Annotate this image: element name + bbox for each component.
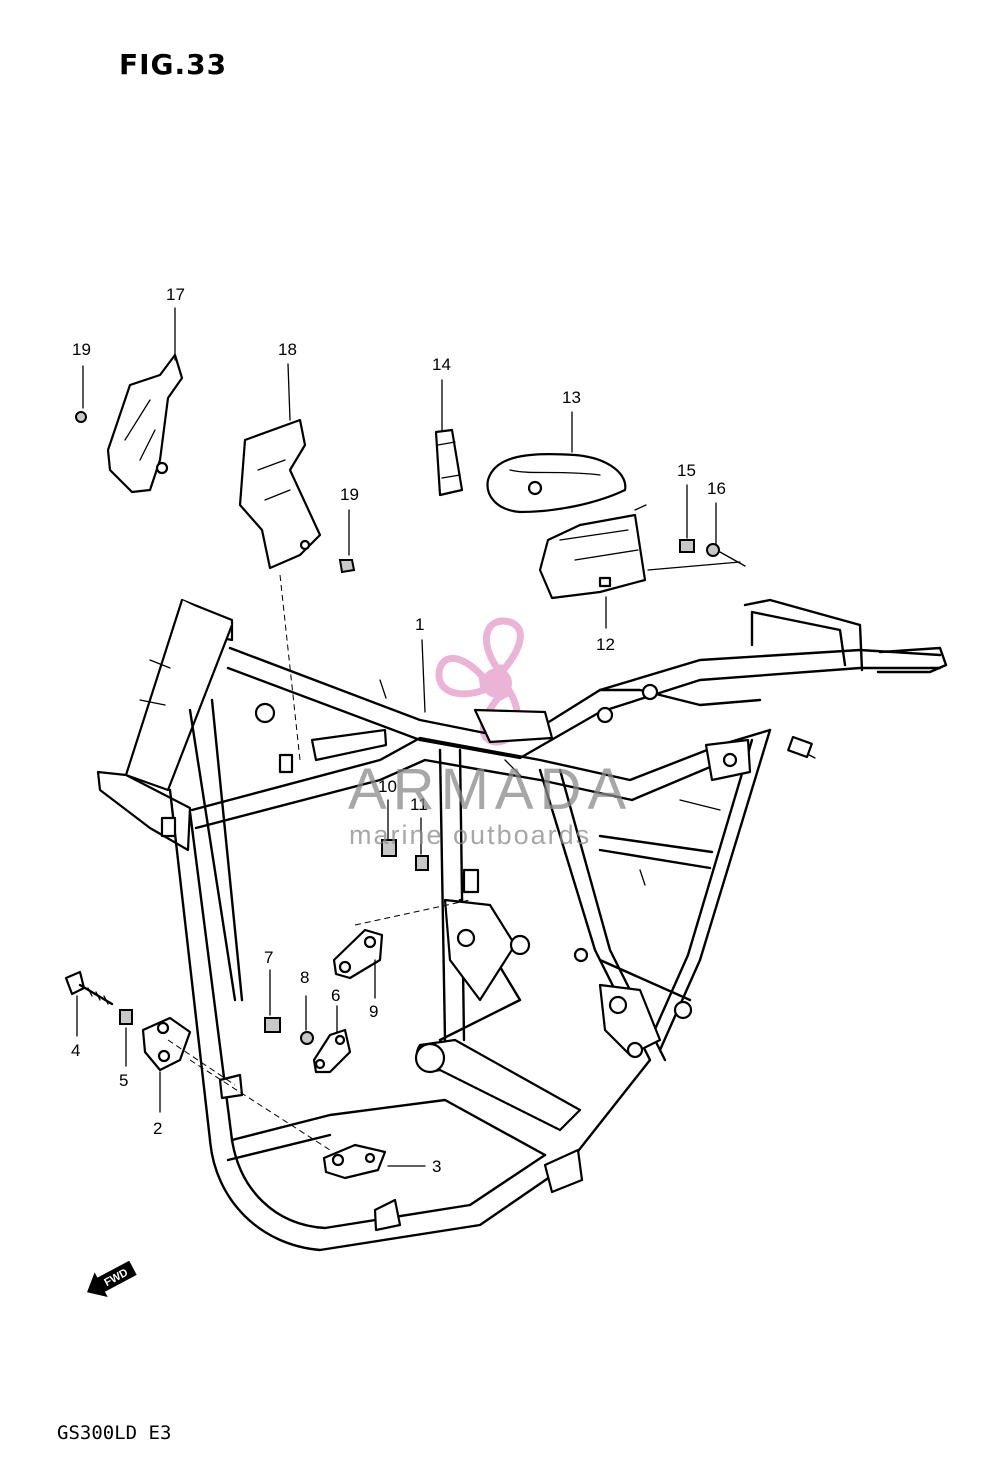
callout-18: 18 bbox=[278, 340, 297, 359]
callout-15: 15 bbox=[677, 461, 696, 480]
model-code: GS300LD E3 bbox=[57, 1422, 172, 1444]
part-13-battery-cover bbox=[486, 452, 627, 514]
callout-19b: 19 bbox=[340, 485, 359, 504]
callout-2: 2 bbox=[153, 1119, 162, 1138]
part-14-band bbox=[434, 428, 464, 497]
callout-8: 8 bbox=[300, 968, 309, 987]
callout-13: 13 bbox=[562, 388, 581, 407]
callout-1: 1 bbox=[415, 615, 424, 634]
callout-16: 16 bbox=[707, 479, 726, 498]
frame-part-1 bbox=[96, 598, 948, 1252]
callout-10: 10 bbox=[378, 777, 397, 796]
part-12-box bbox=[538, 504, 647, 600]
figure-title: FIG.33 bbox=[119, 48, 228, 81]
callout-3: 3 bbox=[432, 1157, 441, 1176]
part-2-plate bbox=[141, 1016, 192, 1072]
callout-14: 14 bbox=[432, 355, 451, 374]
part-18-cover bbox=[238, 418, 322, 570]
watermark-logo bbox=[435, 617, 524, 746]
callout-6: 6 bbox=[331, 986, 340, 1005]
part-17-bracket bbox=[106, 353, 184, 494]
callout-12: 12 bbox=[596, 635, 615, 654]
forward-direction-arrow: FWD bbox=[87, 1260, 137, 1298]
callout-17: 17 bbox=[166, 285, 185, 304]
leader-lines bbox=[76, 307, 746, 1167]
callout-5: 5 bbox=[119, 1071, 128, 1090]
fasteners bbox=[64, 411, 720, 1045]
callout-9: 9 bbox=[369, 1002, 378, 1021]
callout-4: 4 bbox=[71, 1041, 80, 1060]
callout-labels: 17 19 18 19 14 13 15 16 12 1 10 11 7 8 6… bbox=[71, 285, 726, 1176]
callout-7: 7 bbox=[264, 948, 273, 967]
watermark-brand: ARMADA bbox=[348, 757, 633, 822]
watermark-subtitle: marine outboards bbox=[349, 820, 592, 850]
callout-19a: 19 bbox=[72, 340, 91, 359]
engine-mount-plates bbox=[141, 928, 387, 1180]
callout-11: 11 bbox=[410, 795, 428, 814]
